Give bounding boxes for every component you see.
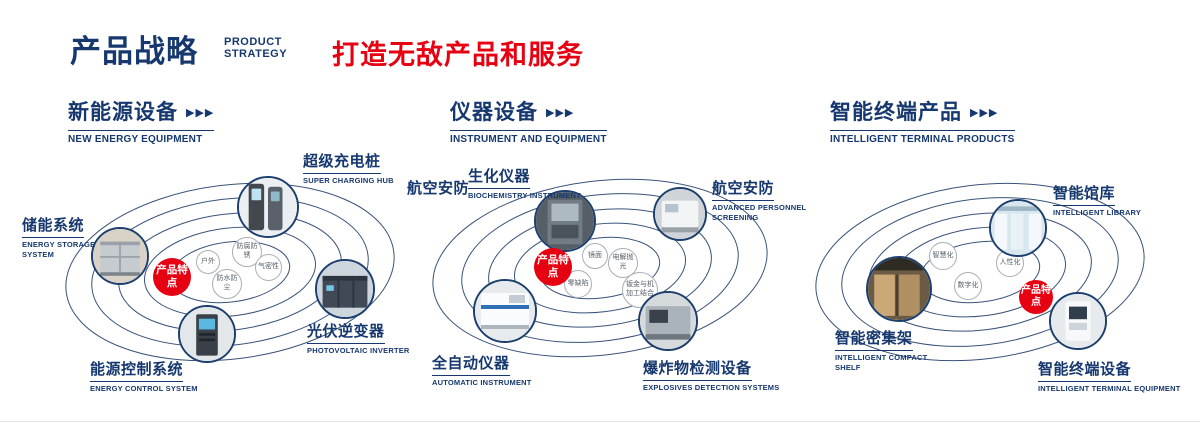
label-en: BIOCHEMISTRY INSTRUMENT xyxy=(468,191,581,200)
label-zh: 光伏逆变器 xyxy=(307,320,385,344)
label-zh: 能源控制系统 xyxy=(90,358,184,382)
energy-storage-photo xyxy=(91,227,149,285)
label-en: INTELLIGENT COMPACT SHELF xyxy=(835,353,928,372)
label-personnel-screening: 航空安防 ADVANCED PERSONNEL SCREENING xyxy=(712,177,824,223)
orbit-rings-new-energy xyxy=(65,182,395,362)
section-title: 智能终端产品 xyxy=(830,101,962,124)
section-header-new-energy: 新能源设备 ▶▶▶ NEW ENERGY EQUIPMENT xyxy=(68,96,215,145)
compact-shelf-photo xyxy=(866,256,932,322)
section-title: 仪器设备 xyxy=(450,101,538,124)
label-intelligent-library: 智能馆库 INTELLIGENT LIBRARY xyxy=(1053,182,1141,218)
energy-control-photo xyxy=(178,305,236,363)
section-divider xyxy=(450,130,607,131)
label-en: ADVANCED PERSONNEL SCREENING xyxy=(712,203,807,222)
feature-bubble: 户外 xyxy=(196,250,220,274)
label-charging-hub: 超级充电桩 SUPER CHARGING HUB xyxy=(303,150,394,186)
page-title-english-line1: PRODUCT xyxy=(224,36,282,48)
section-header-instruments: 仪器设备 ▶▶▶ INSTRUMENT AND EQUIPMENT xyxy=(450,96,607,145)
label-en: EXPLOSIVES DETECTION SYSTEMS xyxy=(643,383,780,392)
label-zh: 智能终端设备 xyxy=(1038,358,1132,382)
page-title-english-line2: STRATEGY xyxy=(224,48,288,61)
label-zh: 智能密集架 xyxy=(835,327,913,351)
label-zh: 智能馆库 xyxy=(1053,182,1116,206)
label-en: ENERGY CONTROL SYSTEM xyxy=(90,384,198,393)
label-en: INTELLIGENT LIBRARY xyxy=(1053,208,1142,217)
label-explosives-detection: 爆炸物检测设备 EXPLOSIVES DETECTION SYSTEMS xyxy=(643,357,779,393)
label-en: PHOTOVOLTAIC INVERTER xyxy=(307,346,410,355)
label-en: SUPER CHARGING HUB xyxy=(303,176,394,185)
feature-badge: 产品特点 xyxy=(534,248,572,286)
label-zh: 航空安防 xyxy=(712,177,775,201)
feature-bubble: 镜面 xyxy=(582,243,608,269)
label-energy-storage: 储能系统 ENERGY STORAGE SYSTEM xyxy=(22,214,110,260)
label-zh: 超级充电桩 xyxy=(303,150,381,174)
label-terminal-equipment: 智能终端设备 INTELLIGENT TERMINAL EQUIPMENT xyxy=(1038,358,1181,394)
charging-hub-photo xyxy=(237,176,299,238)
automatic-instrument-photo xyxy=(473,279,537,343)
intelligent-library-photo xyxy=(989,199,1047,257)
feature-bubble: 数字化 xyxy=(954,272,982,300)
label-zh: 航空安防 xyxy=(407,180,470,197)
section-title-english: NEW ENERGY EQUIPMENT xyxy=(68,134,203,145)
label-zh: 储能系统 xyxy=(22,214,85,238)
label-automatic-instrument: 全自动仪器 AUTOMATIC INSTRUMENT xyxy=(432,352,532,388)
feature-bubble: 智慧化 xyxy=(929,242,957,270)
label-en: AUTOMATIC INSTRUMENT xyxy=(432,378,532,387)
section-header-intelligent-terminal: 智能终端产品 ▶▶▶ INTELLIGENT TERMINAL PRODUCTS xyxy=(830,96,1015,145)
section-divider xyxy=(68,130,215,131)
label-zh: 爆炸物检测设备 xyxy=(643,357,752,381)
feature-bubble: 防水防尘 xyxy=(212,269,242,299)
feature-bubble: 气密性 xyxy=(255,254,282,281)
label-en: INTELLIGENT TERMINAL EQUIPMENT xyxy=(1038,384,1181,393)
section-title-english: INSTRUMENT AND EQUIPMENT xyxy=(450,134,607,145)
label-biochemistry: 生化仪器 BIOCHEMISTRY INSTRUMENT xyxy=(468,165,581,201)
label-en: ENERGY STORAGE SYSTEM xyxy=(22,240,96,259)
label-pv-inverter: 光伏逆变器 PHOTOVOLTAIC INVERTER xyxy=(307,320,410,356)
label-zh: 生化仪器 xyxy=(468,165,531,189)
explosives-detection-photo xyxy=(638,291,698,351)
label-energy-control: 能源控制系统 ENERGY CONTROL SYSTEM xyxy=(90,358,198,394)
label-zh: 全自动仪器 xyxy=(432,352,510,376)
label-aviation-security-left: 航空安防 xyxy=(407,177,469,200)
section-divider xyxy=(830,130,1015,131)
feature-bubble: 防腐防锈 xyxy=(232,237,262,267)
feature-badge: 产品特点 xyxy=(153,258,191,296)
triple-arrow-icon: ▶▶▶ xyxy=(546,106,575,119)
terminal-kiosk-photo xyxy=(1049,292,1107,350)
page-title-english: PRODUCT STRATEGY xyxy=(224,36,287,60)
personnel-screening-photo xyxy=(653,187,707,241)
section-title: 新能源设备 xyxy=(68,101,178,124)
page-title: 产品战略 xyxy=(70,34,198,69)
feature-badge: 产品特点 xyxy=(1019,280,1053,314)
label-compact-shelf: 智能密集架 INTELLIGENT COMPACT SHELF xyxy=(835,327,935,373)
pv-inverter-photo xyxy=(315,259,375,319)
triple-arrow-icon: ▶▶▶ xyxy=(186,106,215,119)
triple-arrow-icon: ▶▶▶ xyxy=(970,106,999,119)
slogan: 打造无敌产品和服务 xyxy=(332,40,584,70)
section-title-english: INTELLIGENT TERMINAL PRODUCTS xyxy=(830,134,1015,145)
biochemistry-instrument-photo xyxy=(534,190,596,252)
